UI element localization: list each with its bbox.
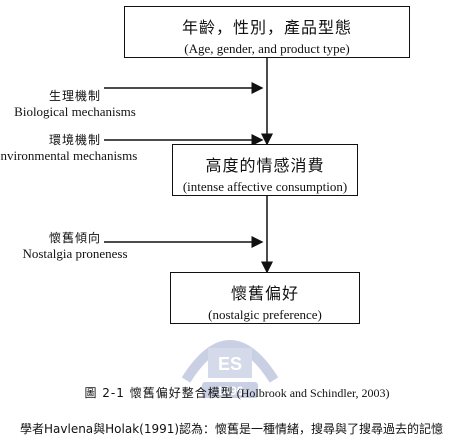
body-text-cutoff: 學者Havlena與Holak(1991)認為：懷舊是一種情緒，搜尋與了搜尋過去… xyxy=(20,422,444,436)
svg-text:ES: ES xyxy=(218,354,242,374)
box-bottom-zh: 懷舊偏好 xyxy=(230,284,299,303)
input-nostalgia-en: Nostalgia proneness xyxy=(22,246,128,261)
box-age-gender-product: 年齡，性別，產品型態 (Age, gender, and product typ… xyxy=(124,6,410,58)
box-affective-consumption: 高度的情感消費 (intense affective consumption) xyxy=(172,144,358,196)
caption-zh: 圖 2-1 懷舊偏好整合模型 xyxy=(84,386,234,400)
input-nostalgia: 懷舊傾向 Nostalgia proneness xyxy=(0,230,150,262)
box-bottom-en: (nostalgic preference) xyxy=(208,307,322,322)
box-mid-zh: 高度的情感消費 xyxy=(205,156,325,175)
input-biological: 生理機制 Biological mechanisms xyxy=(0,88,150,120)
svg-text:1896: 1896 xyxy=(217,384,244,398)
figure-caption: 圖 2-1 懷舊偏好整合模型 (Holbrook and Schindler, … xyxy=(0,384,474,401)
box-nostalgic-preference: 懷舊偏好 (nostalgic preference) xyxy=(170,272,360,324)
box-top-en: (Age, gender, and product type) xyxy=(184,41,350,56)
input-environmental-en: environmental mechanisms xyxy=(0,148,138,163)
university-logo-watermark: ES 1896 xyxy=(178,318,282,414)
box-mid-en: (intense affective consumption) xyxy=(182,179,348,194)
caption-en: (Holbrook and Schindler, 2003) xyxy=(236,386,390,400)
input-nostalgia-zh: 懷舊傾向 xyxy=(48,231,101,245)
input-biological-en: Biological mechanisms xyxy=(14,104,136,119)
input-biological-zh: 生理機制 xyxy=(48,89,101,103)
input-environmental: 環境機制 environmental mechanisms xyxy=(0,132,150,164)
box-top-zh: 年齡，性別，產品型態 xyxy=(181,18,352,37)
input-environmental-zh: 環境機制 xyxy=(48,133,101,147)
